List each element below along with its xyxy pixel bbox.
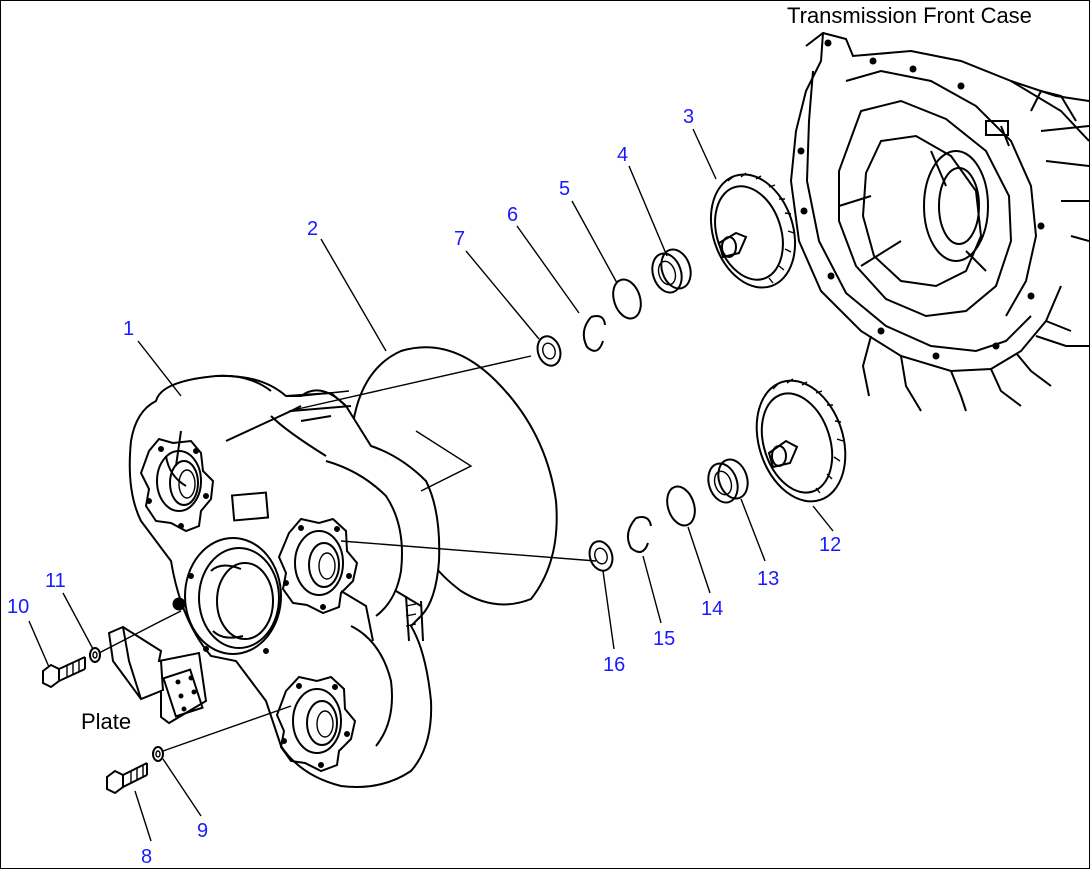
transfer-housing [128,374,441,788]
transmission-front-case [789,31,1089,412]
washer-9 [152,746,164,762]
callout-2: 2 [307,218,318,240]
callout-15: 15 [653,628,675,650]
o-ring [350,346,558,606]
snap-ring-6 [582,315,606,352]
callout-11: 11 [45,570,66,592]
plate-bracket [107,625,208,725]
callout-10: 10 [7,596,29,618]
callout-1: 1 [123,318,134,340]
bolt-10 [42,656,86,689]
ring-14 [666,485,696,527]
bearing-lower [707,458,749,504]
callout-13: 13 [757,568,779,590]
callout-7: 7 [454,228,465,250]
transmission-front-case-label: Transmission Front Case [787,3,1032,28]
callout-16: 16 [603,654,625,676]
ring-5 [612,278,642,320]
washer-11 [89,647,101,663]
callout-12: 12 [819,534,841,556]
bearing-upper [651,248,692,294]
callout-8: 8 [141,846,152,868]
callout-14: 14 [701,598,723,620]
callout-6: 6 [507,204,518,226]
lower-gear [755,378,847,503]
plate-label: Plate [81,709,131,734]
assembly-lines [98,355,597,752]
snap-ring-15 [626,516,652,553]
upper-gear [709,172,797,289]
bolt-8 [106,762,148,795]
seal-7 [536,335,562,367]
callout-4: 4 [617,144,628,166]
leader-lines [28,128,834,842]
callout-3: 3 [683,106,694,128]
callout-5: 5 [559,178,570,200]
seal-16 [588,540,614,572]
callout-9: 9 [197,820,208,842]
